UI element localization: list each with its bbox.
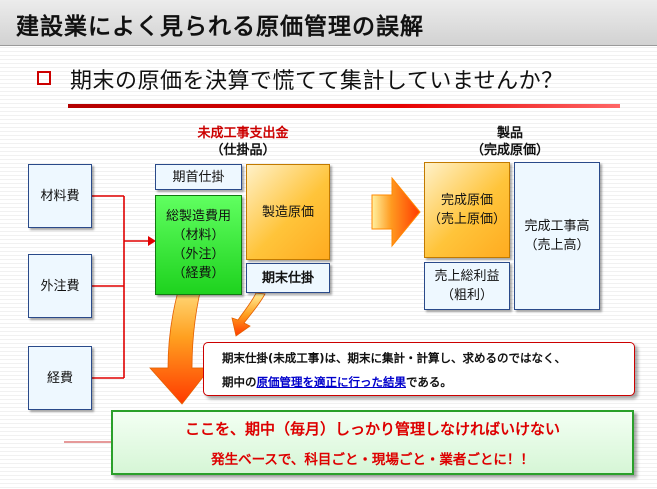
- large-curved-arrow: [149, 269, 211, 405]
- subcontract-cost-box: 外注費: [28, 254, 92, 318]
- title-bar: 建設業によく見られる原価管理の誤解: [0, 0, 657, 46]
- mfg-cost-label: 製造原価: [261, 204, 314, 220]
- note-callout: 期末仕掛(未成工事)は、期末に集計・計算し、求めるのではなく、 期中の原価管理を…: [203, 342, 635, 396]
- note-line2-prefix: 期中の: [222, 375, 257, 389]
- material-cost-box: 材料費: [28, 164, 92, 228]
- subtitle: 期末の原価を決算で慌てて集計していませんか？: [70, 69, 564, 94]
- cost-collector-lines: [92, 195, 148, 379]
- page-title: 建設業によく見られる原価管理の誤解: [16, 13, 424, 40]
- note-line1: 期末仕掛(未成工事)は、期末に集計・計算し、求めるのではなく、: [222, 351, 567, 365]
- product-heading-line1: 製品: [496, 126, 523, 141]
- completed-cost-box: 完成原価 （売上原価）: [424, 162, 510, 258]
- mfg-cost-box: 製造原価: [246, 164, 330, 260]
- collector-arrowhead: [148, 236, 156, 246]
- gross-profit-box: 売上総利益 （粗利）: [424, 262, 510, 310]
- opening-wip-label: 期首仕掛: [172, 169, 225, 185]
- note-line2: 期中の原価管理を適正に行った結果である。: [222, 374, 452, 390]
- total-cost-box: 総製造費用 （材料） （外注） （経費）: [155, 195, 242, 295]
- sales-label: 完成工事高 （売上高）: [524, 219, 590, 253]
- overhead-cost-label: 経費: [46, 370, 73, 386]
- banner-line2: 発生ベースで、科目ごと・現場ごと・業者ごとに！！: [211, 452, 534, 468]
- wip-heading-line2: （仕掛品）: [210, 143, 276, 158]
- sales-box: 完成工事高 （売上高）: [514, 162, 600, 310]
- subtitle-rule: [68, 104, 620, 108]
- small-curved-arrow: [231, 292, 266, 337]
- overhead-cost-box: 経費: [28, 346, 92, 410]
- gross-profit-label: 売上総利益 （粗利）: [434, 269, 500, 303]
- material-cost-label: 材料費: [40, 188, 80, 204]
- closing-wip-label: 期末仕掛: [261, 270, 314, 286]
- square-bullet-icon: [37, 71, 51, 85]
- completed-cost-label: 完成原価 （売上原価）: [427, 193, 506, 227]
- closing-wip-box: 期末仕掛: [246, 263, 330, 293]
- big-right-arrow: [371, 176, 421, 248]
- banner-line1: ここを、期中（毎月）しっかり管理しなければいけない: [184, 420, 560, 438]
- product-heading: 製品 （完成原価）: [450, 125, 570, 159]
- total-cost-label: 総製造費用 （材料） （外注） （経費）: [165, 209, 231, 281]
- opening-wip-box: 期首仕掛: [155, 164, 242, 190]
- note-line2-suffix: である。: [406, 375, 452, 389]
- wip-heading-line1: 未成工事支出金: [197, 126, 289, 141]
- subcontract-cost-label: 外注費: [40, 278, 80, 294]
- wip-heading: 未成工事支出金 （仕掛品）: [183, 125, 303, 159]
- product-heading-line2: （完成原価）: [470, 143, 549, 158]
- note-link[interactable]: 原価管理を適正に行った結果: [256, 375, 407, 389]
- management-banner: ここを、期中（毎月）しっかり管理しなければいけない 発生ベースで、科目ごと・現場…: [111, 410, 634, 475]
